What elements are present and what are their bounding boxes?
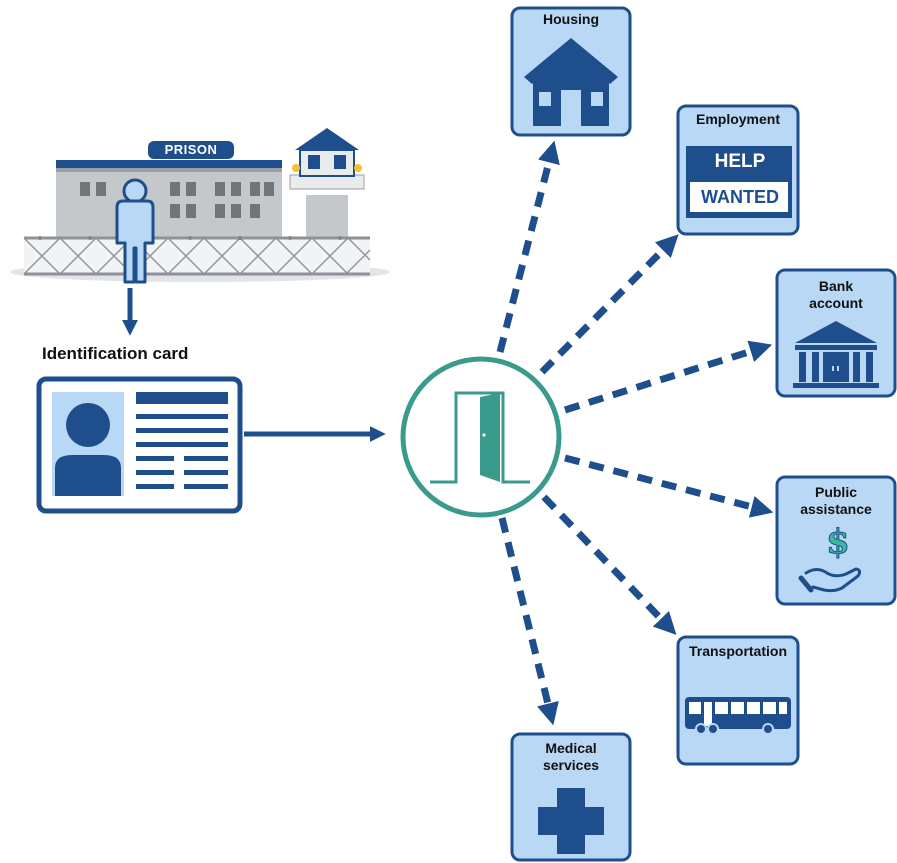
hand-dollar-icon: [798, 567, 862, 593]
arrow-to-transport: [541, 494, 677, 635]
bank-building-icon: [793, 321, 879, 388]
bank-label: Bank account: [809, 278, 863, 311]
arrow-to-bank: [563, 340, 773, 414]
medical-box: [510, 732, 632, 862]
dollar-symbol: $: [826, 522, 851, 563]
help-wanted-line2: WANTED: [701, 187, 779, 207]
watchtower: [289, 128, 365, 240]
house-icon: [524, 38, 618, 126]
transportation-label: Transportation: [688, 643, 787, 659]
arrow-to-medical: [498, 517, 559, 726]
help-wanted-line1: HELP: [714, 151, 766, 172]
prison-illustration: [10, 128, 390, 284]
housing-box: [510, 6, 632, 137]
bus-icon: [685, 697, 791, 735]
door-hub: [400, 356, 562, 518]
arrow-to-employment: [539, 234, 679, 375]
help-wanted-sign-icon: [686, 146, 792, 218]
open-door-icon: [430, 391, 530, 484]
arrow-to-public: [564, 454, 774, 518]
medical-cross-icon: [538, 788, 604, 854]
bank-box: [775, 268, 897, 398]
person-icon: [115, 178, 155, 284]
employment-box: [676, 104, 800, 236]
public-assistance-label: Public assistance: [800, 484, 872, 517]
public-assistance-box: [775, 475, 897, 606]
housing-label: Housing: [543, 11, 599, 27]
medical-label: Medical services: [542, 740, 600, 773]
arrow-to-housing: [496, 140, 560, 353]
fence: [23, 236, 371, 276]
id-card-title: Identification card: [42, 344, 189, 363]
prison-sign-text: PRISON: [164, 142, 218, 157]
employment-label: Employment: [695, 111, 780, 127]
transportation-box: [676, 635, 800, 766]
id-card: [36, 376, 243, 514]
